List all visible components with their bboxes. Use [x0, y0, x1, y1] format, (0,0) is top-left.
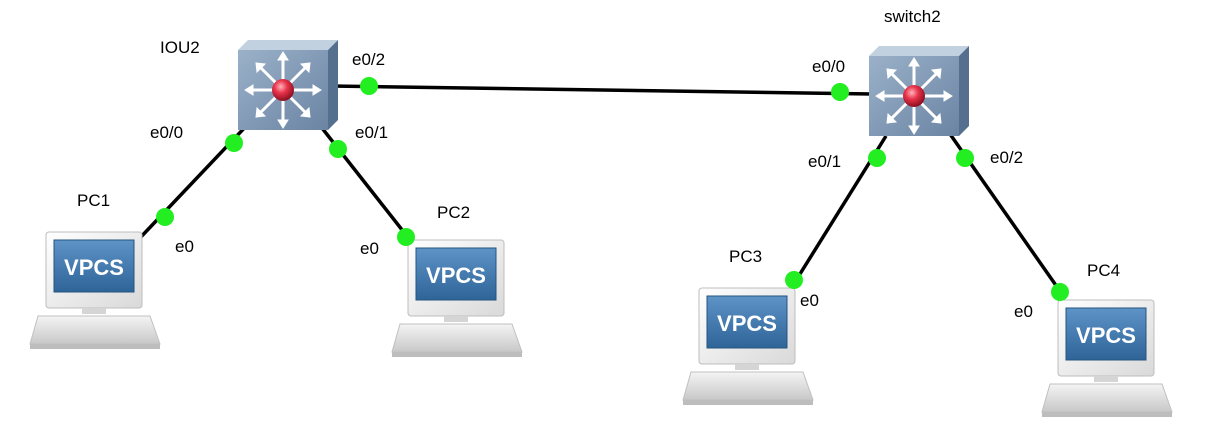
port-label: e0 — [800, 291, 819, 310]
node-switch2[interactable] — [869, 46, 969, 136]
vpcs-computer-icon: VPCS — [682, 287, 814, 405]
node-label-pc3: PC3 — [729, 247, 762, 266]
multilayer-switch-icon — [238, 40, 338, 130]
port-dot[interactable] — [225, 134, 243, 152]
node-label-iou2: IOU2 — [160, 38, 200, 57]
vpcs-computer-icon: VPCS — [29, 231, 161, 349]
port-label: e0/2 — [990, 148, 1023, 167]
port-label: e0/0 — [150, 123, 183, 142]
port-label: e0/1 — [355, 123, 388, 142]
vpcs-computer-icon: VPCS — [391, 239, 523, 357]
node-iou2[interactable] — [238, 40, 338, 130]
port-label: e0 — [175, 237, 194, 256]
pc-screen-text: VPCS — [64, 255, 124, 280]
node-label-pc2: PC2 — [437, 203, 470, 222]
port-dot[interactable] — [785, 271, 803, 289]
pc-screen-text: VPCS — [426, 263, 486, 288]
port-dot[interactable] — [831, 83, 849, 101]
port-label: e0/2 — [352, 50, 385, 69]
port-dots-layer — [156, 77, 1069, 301]
node-pc1[interactable]: VPCS — [29, 231, 161, 349]
pc-screen-text: VPCS — [1076, 323, 1136, 348]
node-pc4[interactable]: VPCS — [1041, 299, 1173, 417]
vpcs-computer-icon: VPCS — [1041, 299, 1173, 417]
port-dot[interactable] — [956, 149, 974, 167]
port-label: e0 — [360, 239, 379, 258]
port-label: e0/0 — [812, 57, 845, 76]
port-dot[interactable] — [1051, 283, 1069, 301]
port-dot[interactable] — [156, 208, 174, 226]
link-iou2-switch2[interactable] — [329, 84, 873, 96]
port-dot[interactable] — [868, 149, 886, 167]
multilayer-switch-icon — [869, 46, 969, 136]
node-label-pc4: PC4 — [1087, 261, 1120, 280]
node-pc3[interactable]: VPCS — [682, 287, 814, 405]
pc-screen-text: VPCS — [717, 311, 777, 336]
port-dot[interactable] — [397, 228, 415, 246]
port-dot[interactable] — [360, 77, 378, 95]
port-labels-layer: e0/2 e0/0 e0/0 e0 e0/1 e0 e0/1 e0 e0/2 e… — [150, 50, 1033, 321]
node-label-pc1: PC1 — [77, 191, 110, 210]
port-dot[interactable] — [329, 140, 347, 158]
node-pc2[interactable]: VPCS — [391, 239, 523, 357]
port-label: e0/1 — [808, 152, 841, 171]
node-label-switch2: switch2 — [884, 7, 941, 26]
port-label: e0 — [1014, 302, 1033, 321]
